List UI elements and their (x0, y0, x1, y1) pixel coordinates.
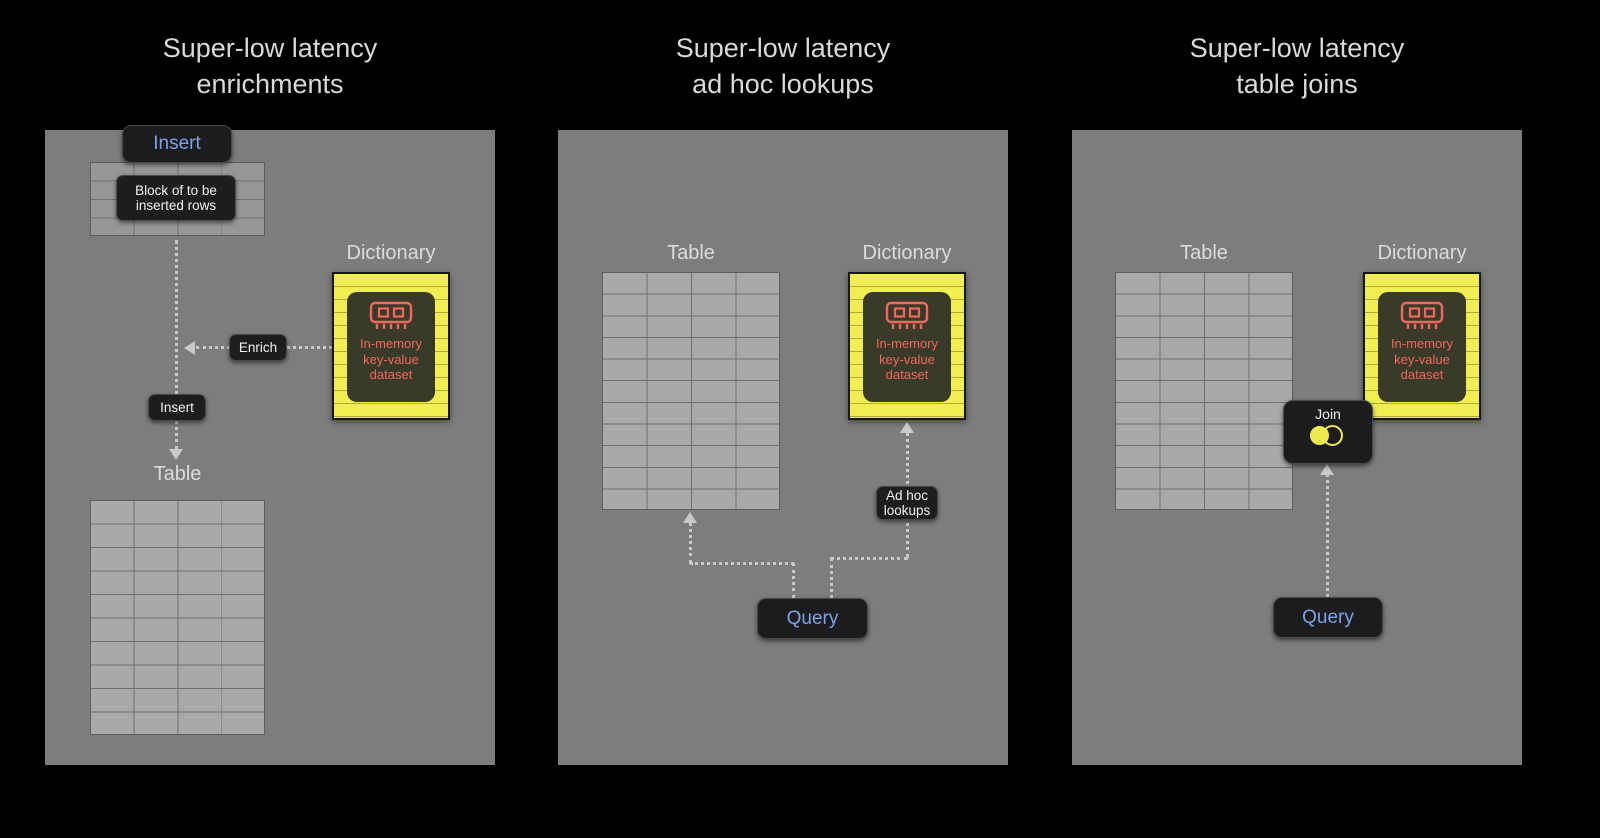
panel3-table (1115, 272, 1293, 510)
panel3-table-label: Table (1180, 242, 1228, 264)
panel2-dictionary-text: In-memory key-value dataset (875, 336, 939, 382)
panel1-dictionary-text: In-memory key-value dataset (359, 336, 423, 382)
query-left-stem-line (792, 563, 795, 598)
panel1-dictionary-label: Dictionary (346, 242, 436, 264)
join-box: Join (1283, 400, 1373, 464)
query-left-horizontal-line (690, 562, 794, 565)
enrich-arrow-left-icon (184, 341, 195, 355)
panel2-dictionary-label: Dictionary (862, 242, 952, 264)
panel3-dictionary-label: Dictionary (1377, 242, 1467, 264)
panel3-in-memory-dataset: In-memory key-value dataset (1378, 292, 1466, 402)
panel2-table (602, 272, 780, 510)
panel3-dictionary-box: In-memory key-value dataset (1363, 272, 1481, 420)
insert-button: Insert (122, 125, 232, 163)
panel3-query-button: Query (1273, 597, 1383, 638)
block-rows-label: Block of to be inserted rows (116, 175, 236, 221)
enrich-label: Enrich (229, 334, 287, 361)
panel3-title: Super-low latency table joins (1189, 33, 1405, 99)
panel2-dictionary-box: In-memory key-value dataset (848, 272, 966, 420)
panel1-in-memory-dataset: In-memory key-value dataset (347, 292, 435, 402)
join-label: Join (1315, 406, 1341, 422)
join-arrow-up-icon (1320, 464, 1334, 475)
adhoc-lookups-label: Ad hoc lookups (876, 486, 938, 520)
insert-flow-label: Insert (148, 394, 206, 421)
panel1-table-label: Table (153, 463, 202, 485)
memory-chip-icon (369, 301, 413, 329)
panel1-title: Super-low latency enrichments (162, 33, 378, 99)
panel2-title: Super-low latency ad hoc lookups (675, 33, 891, 99)
memory-chip-icon (1400, 301, 1444, 329)
panel2-in-memory-dataset: In-memory key-value dataset (863, 292, 951, 402)
query-right-stem-line (830, 558, 833, 598)
insert-arrow-down-icon (169, 449, 183, 460)
insert-flow-line (175, 240, 178, 450)
memory-chip-icon (885, 301, 929, 329)
panel3-dictionary-text: In-memory key-value dataset (1390, 336, 1454, 382)
query-to-table-line (689, 522, 692, 564)
panel1-table (90, 500, 265, 735)
panel2-table-label: Table (667, 242, 715, 264)
table-arrow-up-icon (683, 512, 697, 523)
dictionary-arrow-up-icon (900, 422, 914, 433)
query-to-join-line (1326, 474, 1329, 597)
join-venn-icon (1309, 424, 1347, 450)
panel1-dictionary-box: In-memory key-value dataset (332, 272, 450, 420)
panel2-query-button: Query (757, 598, 868, 639)
query-right-horizontal-line (830, 557, 908, 560)
